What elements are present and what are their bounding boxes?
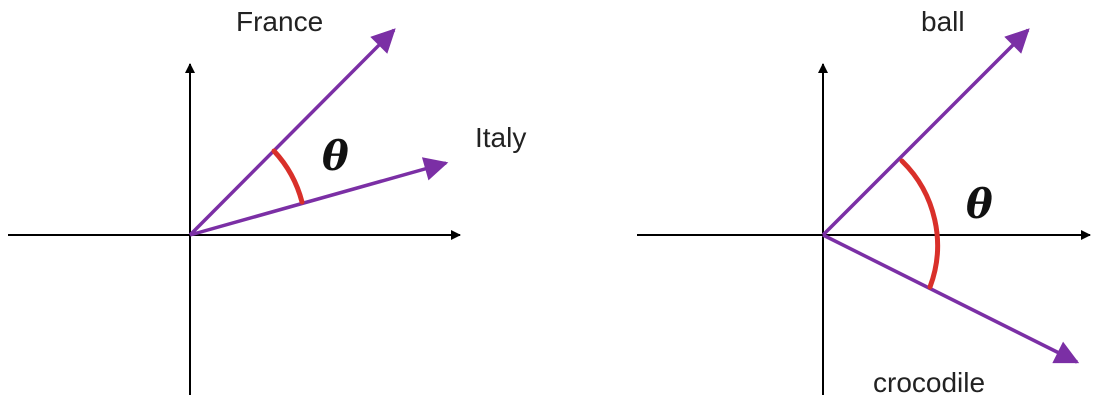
ball-label: ball (921, 6, 965, 37)
left-theta-symbol: θ (322, 133, 349, 180)
crocodile-label: crocodile (873, 367, 985, 398)
left-panel: France Italy θ (8, 6, 526, 395)
right-angle-arc (899, 158, 941, 290)
right-panel: ball crocodile θ (637, 6, 1091, 398)
ball-vector (821, 28, 1030, 237)
italy-label: Italy (475, 122, 526, 153)
france-label: France (236, 6, 323, 37)
italy-vector (189, 157, 449, 237)
right-theta-symbol: θ (966, 181, 993, 228)
left-angle-arc (271, 148, 305, 205)
crocodile-vector (822, 233, 1080, 364)
france-vector (188, 28, 396, 237)
